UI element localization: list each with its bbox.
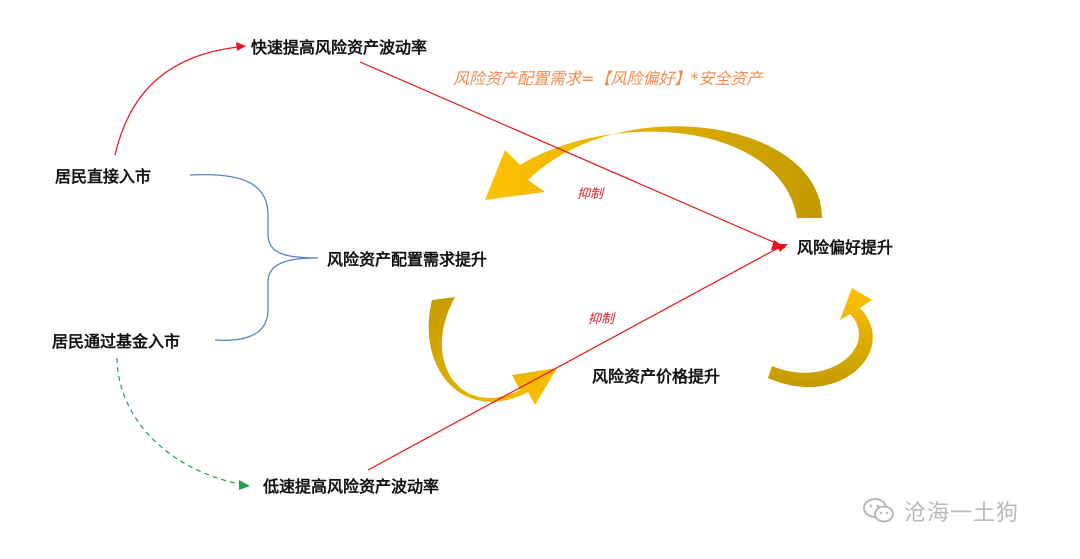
green-dashed-arrow <box>116 357 241 485</box>
cycle-arrow-left <box>428 297 557 405</box>
watermark: 沧海一土狗 <box>862 494 1019 528</box>
node-slow-volatility: 低速提高风险资产波动率 <box>263 477 440 496</box>
wechat-icon <box>863 498 894 523</box>
red-arrow-direct-to-fast <box>114 46 239 156</box>
blue-brace <box>189 173 319 341</box>
node-price-increase: 风险资产价格提升 <box>592 367 721 386</box>
node-fast-volatility: 快速提高风险资产波动率 <box>251 38 428 57</box>
node-fund-entry: 居民通过基金入市 <box>52 332 181 351</box>
node-demand-increase: 风险资产配置需求提升 <box>327 250 488 269</box>
node-direct-entry: 居民直接入市 <box>55 167 152 186</box>
cycle-arrow-right <box>768 288 873 388</box>
node-risk-appetite: 风险偏好提升 <box>797 238 894 257</box>
formula-label: 风险资产配置需求=【风险偏好】*安全资产 <box>453 69 763 88</box>
annotation-suppress-bottom: 抑制 <box>588 312 615 327</box>
red-line-slow-to-appetite <box>367 246 781 471</box>
annotation-suppress-top: 抑制 <box>577 187 604 202</box>
red-line-fast-to-appetite <box>359 61 779 245</box>
green-arrowhead <box>239 480 250 490</box>
cycle-arrow-top <box>485 126 822 218</box>
watermark-text: 沧海一土狗 <box>904 501 1020 526</box>
red-arrowhead-fast <box>236 42 246 51</box>
red-arrowhead-appetite-bottom <box>776 244 788 252</box>
